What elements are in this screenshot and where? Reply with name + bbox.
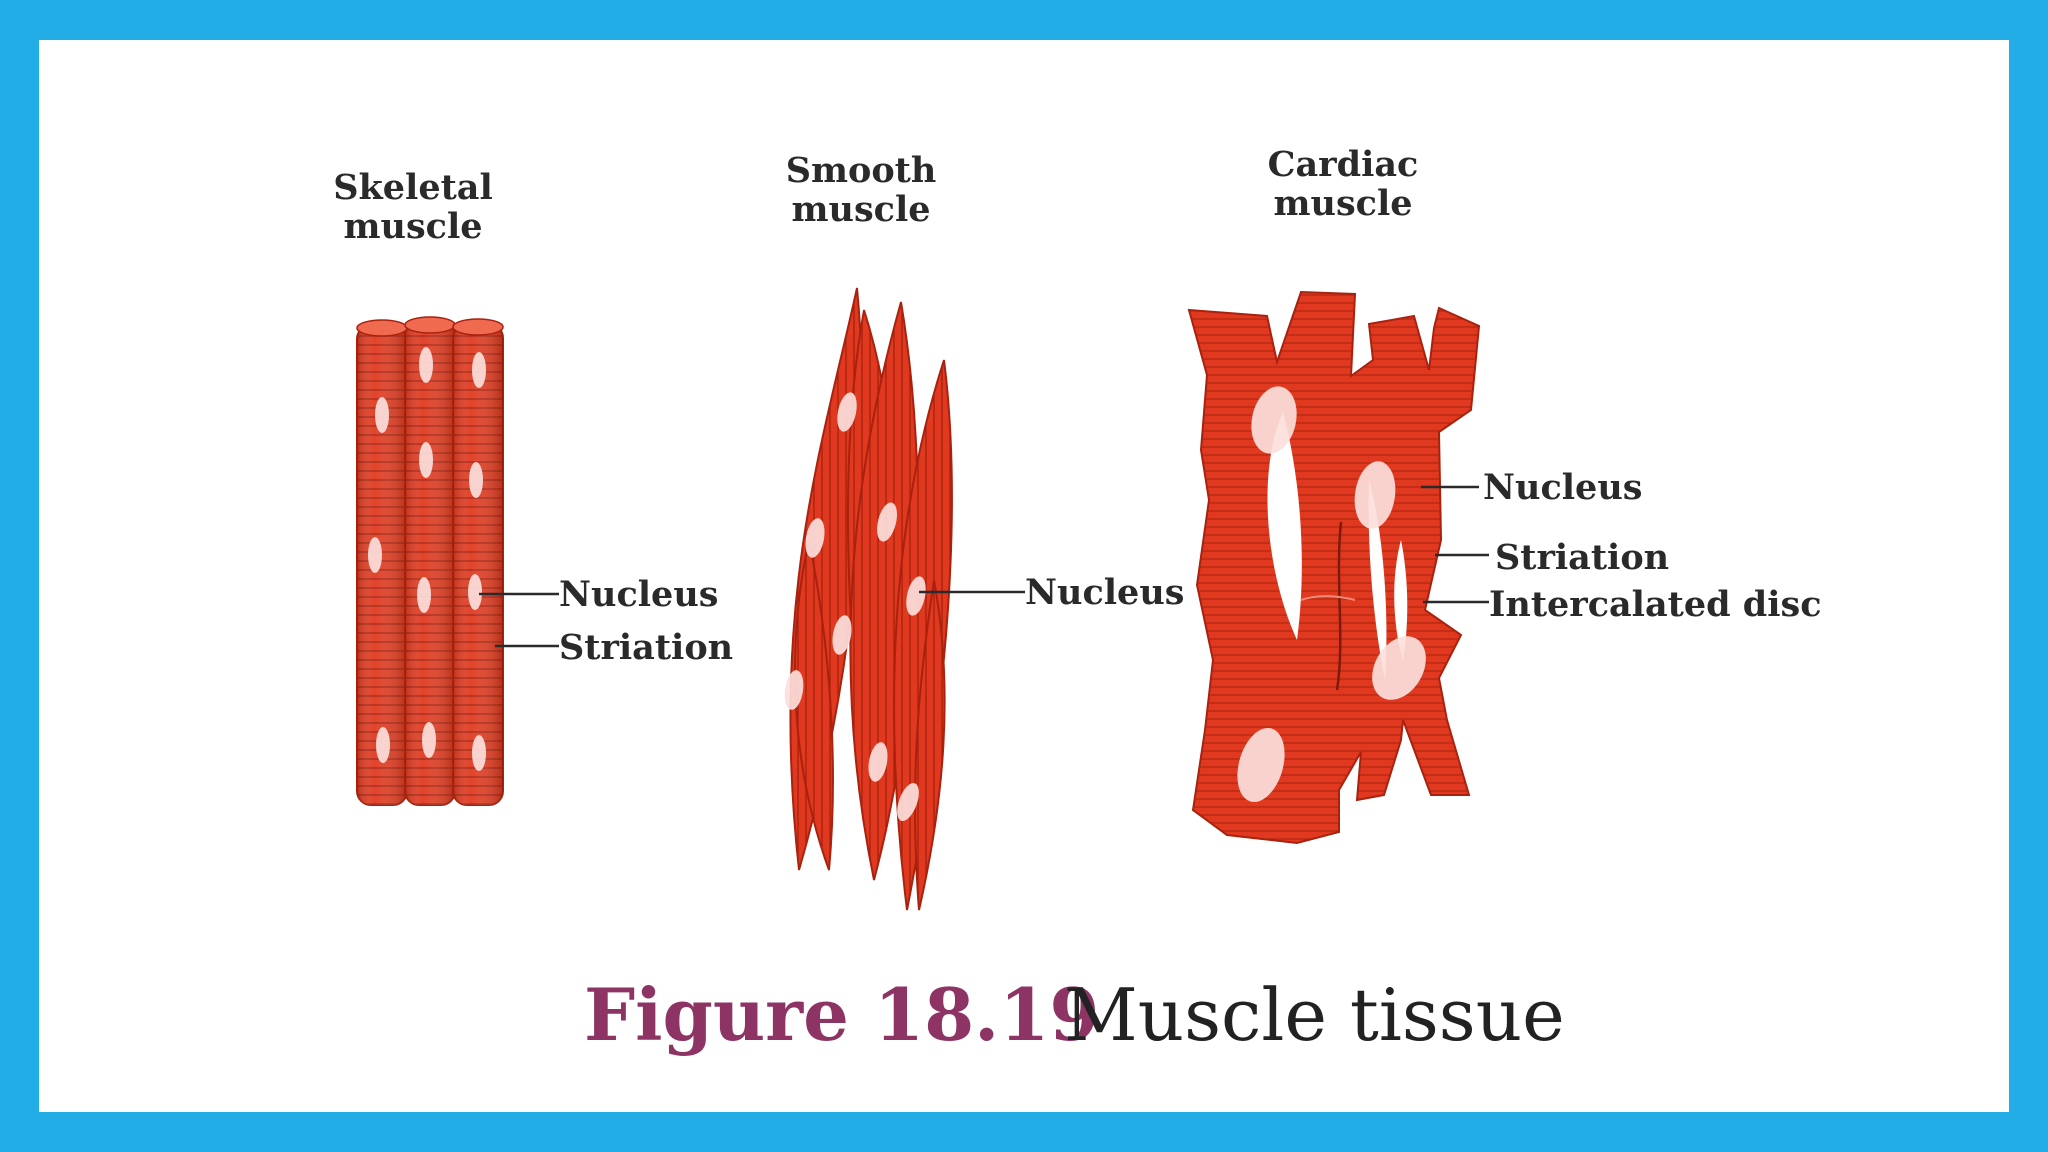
muscle-tissue-diagram: Skeletal muscle: [333, 144, 1822, 1057]
skeletal-nuclei: [368, 347, 486, 771]
smooth-nucleus-label: Nucleus: [1025, 572, 1184, 613]
smooth-cell-4: [893, 359, 953, 911]
figure-title: Muscle tissue: [1064, 973, 1565, 1057]
cardiac-branching-network: [1187, 290, 1481, 845]
figure-panel: Skeletal muscle: [39, 40, 2009, 1112]
figure-caption: Figure 18.19 Muscle tissue: [584, 972, 1565, 1057]
cardiac-muscle-group: Cardiac muscle Nucleus Striation Int: [1187, 144, 1822, 845]
smooth-muscle-group: Smooth muscle Nucleus: [784, 150, 1184, 911]
skeletal-muscle-fibers: [356, 316, 504, 806]
skeletal-nucleus-label: Nucleus: [559, 574, 718, 615]
cardiac-nuclei: [1237, 386, 1426, 803]
cardiac-muscle-tissue: [1187, 290, 1481, 845]
smooth-nuclei: [784, 392, 926, 822]
skeletal-heading-line2: muscle: [343, 206, 482, 247]
smooth-muscle-cells: [784, 287, 953, 911]
cardiac-striation-label: Striation: [1495, 537, 1669, 578]
smooth-heading-line1: Smooth: [786, 150, 937, 191]
skeletal-heading-line1: Skeletal: [333, 167, 493, 208]
skeletal-striation-label: Striation: [559, 627, 733, 668]
figure-number: Figure 18.19: [584, 972, 1099, 1057]
cardiac-heading-line1: Cardiac: [1268, 144, 1419, 185]
cardiac-intercalated-disc-label: Intercalated disc: [1489, 584, 1822, 625]
cardiac-nucleus-label: Nucleus: [1483, 467, 1642, 508]
skeletal-muscle-group: Skeletal muscle: [333, 167, 733, 806]
smooth-cell-5: [794, 539, 834, 871]
cardiac-gaps: [1267, 412, 1408, 680]
cardiac-intercalated-disc: [1335, 521, 1343, 691]
smooth-heading-line2: muscle: [791, 189, 930, 230]
cardiac-heading-line2: muscle: [1273, 183, 1412, 224]
smooth-cell-6: [913, 579, 946, 911]
